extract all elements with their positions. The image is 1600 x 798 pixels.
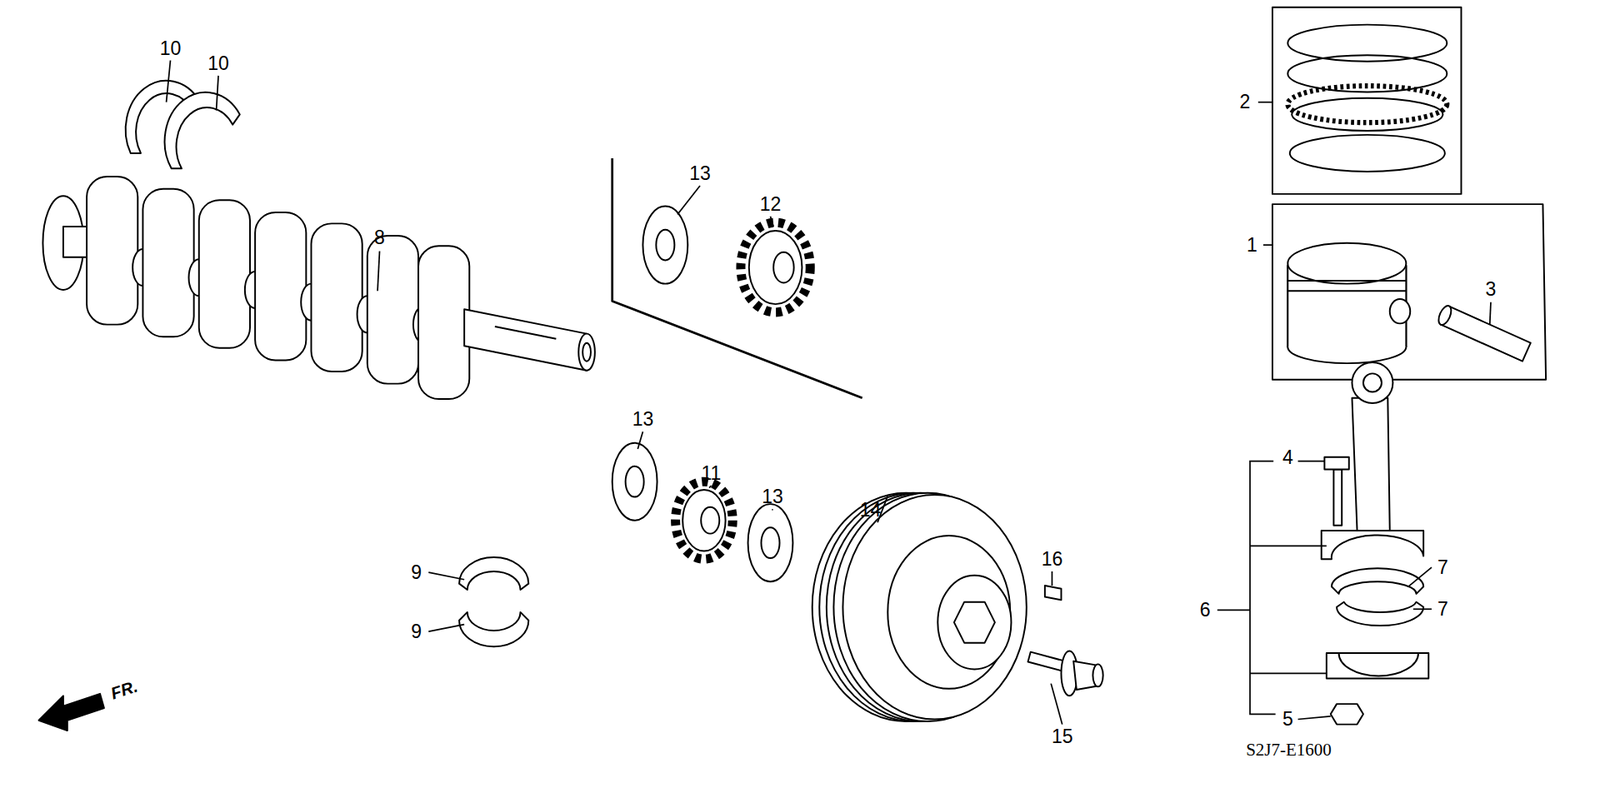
washer <box>748 504 794 582</box>
callout-number: 6 <box>1198 600 1213 621</box>
callout-number: 14 <box>858 500 884 521</box>
thrust-washer <box>165 92 240 169</box>
callout-number: 2 <box>1237 91 1252 113</box>
callout-number: 8 <box>372 227 387 249</box>
callout-number: 10 <box>205 52 231 74</box>
callout-number: 12 <box>758 193 784 215</box>
callout-number: 9 <box>409 561 424 583</box>
washer <box>642 206 688 285</box>
callout-number: 13 <box>687 163 713 185</box>
callout-number: 7 <box>1435 556 1450 578</box>
callout-number: 3 <box>1484 278 1499 300</box>
rod-bearing <box>1331 568 1424 595</box>
piston-rings <box>1287 25 1447 172</box>
callout-number: 13 <box>760 486 785 508</box>
crank-pulley <box>812 493 1027 722</box>
front-arrow <box>39 694 105 731</box>
piston <box>1287 243 1410 364</box>
sprocket <box>675 481 734 560</box>
piston-pin <box>1435 304 1530 362</box>
diagram-code: S2J7-E1600 <box>1244 740 1334 760</box>
callout-number: 1 <box>1245 234 1260 255</box>
crankshaft <box>42 176 595 400</box>
direction-label: FR. <box>107 676 142 704</box>
rod-bolt <box>1324 457 1349 526</box>
washer <box>612 443 658 521</box>
rod-nut <box>1330 704 1364 725</box>
callout-number: 7 <box>1435 599 1450 620</box>
callout-number: 9 <box>409 620 424 642</box>
callout-number: 11 <box>700 463 724 485</box>
parts-box <box>1272 7 1462 195</box>
callout-number: 13 <box>630 409 656 430</box>
group-bracket <box>612 158 863 399</box>
callout-number: 15 <box>1050 726 1075 748</box>
sprocket <box>740 222 810 313</box>
callout-number: 4 <box>1280 446 1295 468</box>
woodruff-key <box>1045 585 1062 600</box>
main-bearing <box>459 612 529 647</box>
leader-lines <box>166 60 1491 725</box>
main-bearing <box>459 557 529 590</box>
callout-number: 10 <box>158 37 184 59</box>
parts-box <box>1272 204 1546 380</box>
connecting-rod <box>1321 362 1424 560</box>
rod-bearing <box>1336 602 1424 626</box>
callout-number: 16 <box>1040 549 1065 570</box>
pulley-bolt <box>1028 650 1104 696</box>
rod-cap <box>1326 653 1429 680</box>
callout-number: 5 <box>1280 709 1295 730</box>
